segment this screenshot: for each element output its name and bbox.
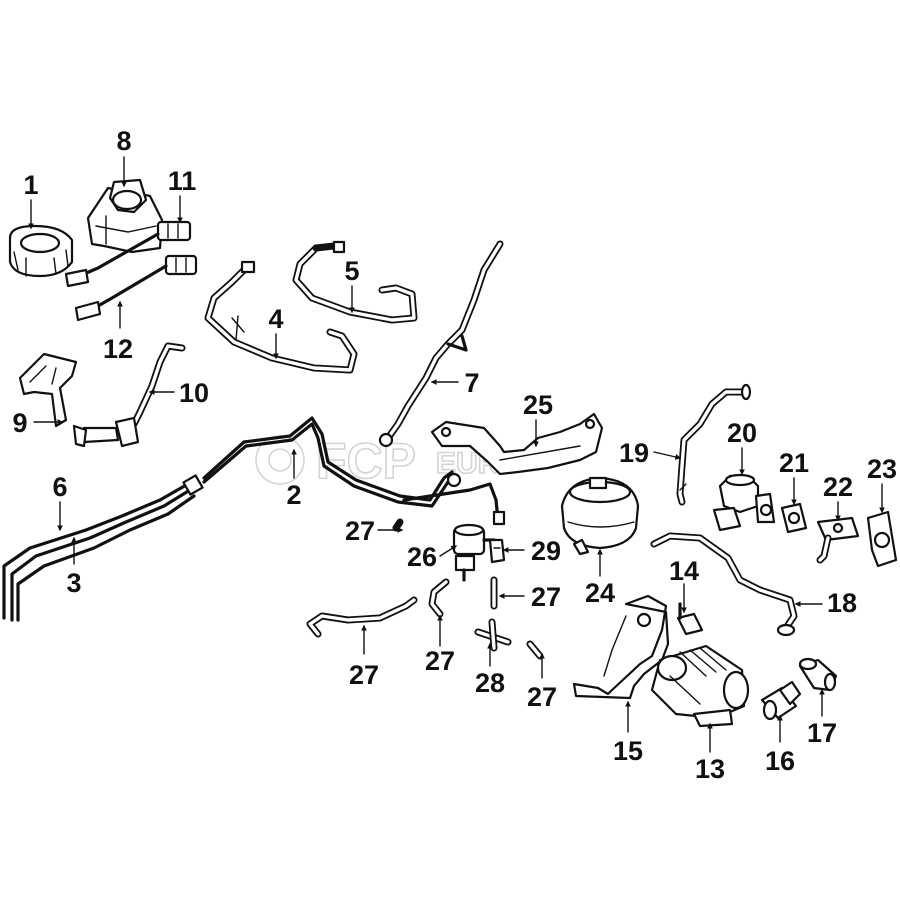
callout-14: 14 (669, 556, 699, 586)
callout-27d: 27 (425, 646, 455, 676)
callout-8: 8 (116, 126, 131, 156)
part-27-hoses (306, 518, 544, 660)
part-13-air-pump (650, 644, 750, 728)
part-8-sensor-bracket (86, 178, 164, 254)
callout-23: 23 (867, 454, 897, 484)
callout-2: 2 (286, 480, 301, 510)
callout-1: 1 (23, 170, 38, 200)
callout-29: 29 (531, 536, 561, 566)
part-9-bracket (18, 352, 78, 428)
callout-18: 18 (827, 588, 857, 618)
part-16-fitting (760, 680, 802, 721)
callout-17: 17 (807, 718, 837, 748)
part-14-connector (676, 602, 704, 636)
part-12-oxygen-sensor (74, 254, 198, 322)
callout-20: 20 (727, 418, 757, 448)
part-2-pipe (202, 416, 506, 526)
callout-11: 11 (168, 166, 197, 196)
callout-6: 6 (52, 472, 67, 502)
callout-4: 4 (268, 304, 283, 334)
part-7-line (378, 240, 504, 448)
callout-24: 24 (585, 578, 615, 608)
part-26-solenoid (452, 523, 496, 582)
part-18-hose (650, 532, 798, 637)
part-17-elbow (798, 657, 838, 692)
callout-22: 22 (823, 472, 853, 502)
part-25-bracket (430, 412, 604, 476)
callout-27a: 27 (345, 516, 375, 546)
part-19-hose (676, 383, 752, 506)
callout-26: 26 (407, 542, 437, 572)
part-1-sensor-ring (8, 224, 74, 278)
callout-10: 10 (179, 378, 209, 408)
callout-27e: 27 (527, 682, 557, 712)
part-4-line (204, 260, 358, 374)
callout-labels: 1 8 11 12 4 5 7 10 9 2 6 3 25 27 26 29 2… (12, 126, 897, 784)
part-11-oxygen-sensor (64, 220, 192, 288)
callout-27c: 27 (349, 660, 379, 690)
part-20-valve (712, 473, 776, 532)
watermark-brand: FCP (316, 433, 416, 489)
leader-arrows (28, 156, 885, 753)
callout-25: 25 (523, 390, 553, 420)
part-24-reservoir (560, 476, 640, 556)
callout-12: 12 (103, 334, 133, 364)
part-10-valve-hose (72, 342, 186, 448)
part-23-gasket (866, 510, 898, 568)
part-5-line (292, 240, 418, 324)
callout-7: 7 (464, 368, 479, 398)
callout-13: 13 (695, 754, 725, 784)
callout-19: 19 (619, 438, 649, 468)
callout-16: 16 (765, 746, 795, 776)
part-21-gasket (780, 502, 808, 534)
part-22-pipe-flange (816, 516, 860, 564)
part-28-tee (474, 618, 512, 652)
part-29-connector (488, 538, 506, 564)
callout-3: 3 (66, 568, 81, 598)
callout-27b: 27 (531, 582, 561, 612)
callout-28: 28 (475, 668, 505, 698)
callout-21: 21 (779, 448, 809, 478)
part-6-3-pipes (2, 474, 204, 622)
callout-5: 5 (344, 256, 359, 286)
part-15-bracket (572, 594, 670, 700)
callout-15: 15 (613, 736, 643, 766)
callout-9: 9 (12, 408, 27, 438)
